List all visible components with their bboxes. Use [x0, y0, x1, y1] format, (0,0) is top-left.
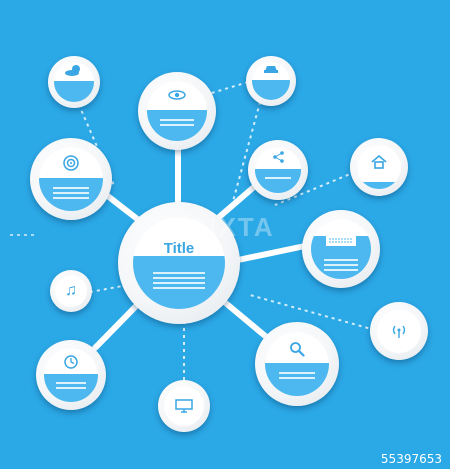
wifi-signal-icon	[391, 323, 407, 339]
dotted-car	[231, 94, 263, 206]
eye-icon	[168, 90, 186, 101]
node-cloud-sun	[48, 56, 100, 108]
node-signal	[370, 302, 428, 360]
dotted-home	[274, 171, 356, 206]
node-car	[246, 56, 296, 106]
node-home	[350, 138, 408, 196]
cloud-sun-icon	[64, 64, 84, 76]
keyboard-icon	[326, 236, 356, 247]
monitor-icon	[175, 399, 193, 413]
node-target	[30, 138, 112, 220]
clock-icon	[64, 355, 78, 370]
music-icon: ♫	[65, 282, 77, 299]
watermark: PIXTA	[190, 212, 275, 242]
dotted-cloud	[75, 97, 116, 189]
target-icon	[63, 154, 79, 171]
dotted-signal	[249, 294, 376, 331]
footer-bar: 55397653	[0, 449, 450, 469]
node-clock	[36, 340, 106, 410]
node-keyboard	[302, 210, 380, 288]
connector-keyboard	[235, 243, 308, 263]
search-icon	[289, 341, 305, 357]
node-share	[248, 140, 308, 200]
node-monitor	[158, 380, 210, 432]
node-search	[255, 322, 339, 406]
node-eye	[138, 72, 216, 150]
center-hub: Title	[118, 202, 240, 324]
center-title: Title	[163, 239, 195, 257]
home-icon	[371, 155, 387, 170]
connector-search	[219, 297, 273, 343]
stock-id: 55397653	[380, 452, 442, 466]
share-icon	[272, 150, 284, 163]
car-icon	[263, 63, 279, 75]
node-music: ♫	[50, 270, 92, 312]
